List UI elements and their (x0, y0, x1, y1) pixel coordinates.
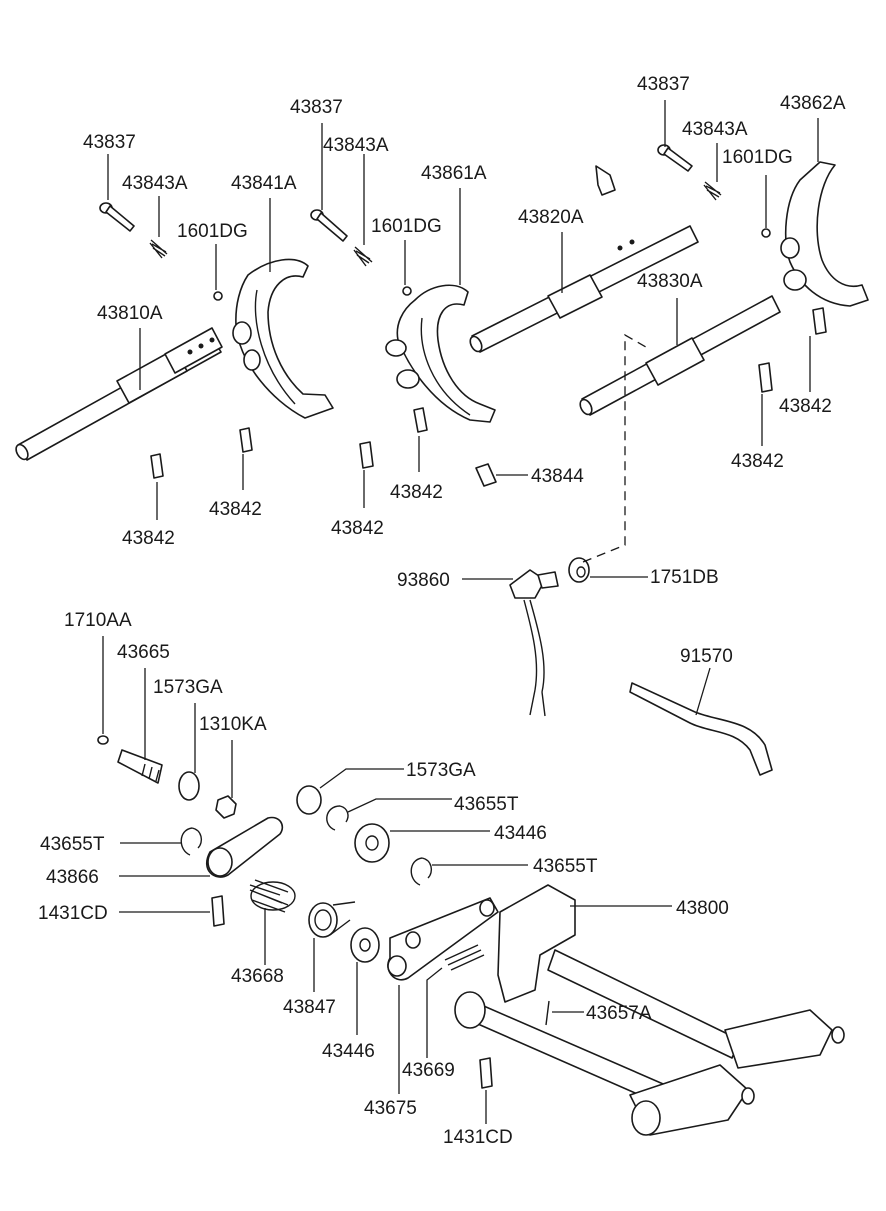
label-43866: 43866 (46, 867, 99, 888)
clip-43655t-c[interactable] (410, 857, 433, 886)
label-43655t-c: 43655T (533, 856, 598, 877)
label-43861a: 43861A (421, 163, 487, 184)
nut-1310ka[interactable] (215, 795, 237, 819)
label-43844: 43844 (531, 466, 584, 487)
pin-43842-b[interactable] (239, 427, 253, 453)
washer-43446-b[interactable] (350, 927, 380, 963)
label-1431cd-a: 1431CD (38, 903, 108, 924)
shift-shaft-assembly-43800[interactable] (454, 884, 845, 1136)
label-43657a: 43657A (586, 1003, 652, 1024)
label-43843a-middle: 43843A (323, 135, 389, 156)
label-43843a-right: 43843A (682, 119, 748, 140)
ring-1710aa[interactable] (97, 735, 109, 745)
label-1601dg-left: 1601DG (177, 221, 248, 242)
label-43842-b: 43842 (209, 499, 262, 520)
label-43837-right: 43837 (637, 74, 690, 95)
plate-43675[interactable] (387, 897, 499, 981)
label-1710aa: 1710AA (64, 610, 132, 631)
shift-rail-43830a[interactable] (578, 295, 781, 416)
label-43862a: 43862A (780, 93, 846, 114)
label-1601dg-right: 1601DG (722, 147, 793, 168)
pin-1431cd-b[interactable] (479, 1057, 493, 1089)
spring-43668[interactable] (249, 879, 296, 913)
shift-rail-43810a[interactable] (14, 327, 223, 461)
label-93860: 93860 (397, 570, 450, 591)
label-1601dg-middle: 1601DG (371, 216, 442, 237)
leader-lines (102, 100, 819, 1124)
washer-1573ga-b[interactable] (296, 785, 322, 815)
pivot-pin-43665[interactable] (117, 749, 163, 784)
label-43841a: 43841A (231, 173, 297, 194)
spring-43669[interactable] (444, 944, 485, 971)
switch-93860[interactable] (509, 569, 559, 717)
washer-1573ga-a[interactable] (178, 771, 200, 801)
pin-43844[interactable] (475, 463, 497, 487)
lever-43866[interactable] (205, 816, 284, 878)
label-43668: 43668 (231, 966, 284, 987)
pin-43842-a[interactable] (150, 453, 164, 479)
label-43843a-left: 43843A (122, 173, 188, 194)
shift-fork-43841a[interactable] (232, 258, 334, 419)
spring-43843a-middle[interactable] (353, 246, 373, 267)
label-1431cd-b: 1431CD (443, 1127, 513, 1148)
spring-43843a-left[interactable] (149, 239, 168, 259)
ball-1601dg-left[interactable] (213, 291, 223, 301)
ball-1601dg-middle[interactable] (402, 286, 412, 296)
label-43665: 43665 (117, 642, 170, 663)
label-43842-f: 43842 (731, 451, 784, 472)
label-43675: 43675 (364, 1098, 417, 1119)
clip-43655t-b[interactable] (180, 827, 203, 856)
bolt-43837-middle[interactable] (310, 209, 348, 242)
label-43655t-a: 43655T (454, 794, 519, 815)
label-1310ka: 1310KA (199, 714, 267, 735)
cable-91570[interactable] (629, 682, 773, 776)
label-43847: 43847 (283, 997, 336, 1018)
bolt-43837-right[interactable] (657, 144, 693, 172)
label-43837-left: 43837 (83, 132, 136, 153)
label-1751db: 1751DB (650, 567, 719, 588)
bolt-43837-left[interactable] (99, 202, 135, 232)
shift-fork-43861a[interactable] (385, 284, 496, 423)
part-labels: 43837 43843A 43841A 1601DG 43810A 43842 … (38, 74, 846, 1148)
shift-fork-43862a[interactable] (780, 161, 869, 307)
label-43842-d: 43842 (390, 482, 443, 503)
pin-43842-d[interactable] (413, 407, 428, 433)
washer-1751db[interactable] (568, 557, 590, 583)
label-43655t-b: 43655T (40, 834, 105, 855)
label-43446-a: 43446 (494, 823, 547, 844)
label-43810a: 43810A (97, 303, 163, 324)
label-43820a: 43820A (518, 207, 584, 228)
pin-43842-f[interactable] (758, 362, 773, 393)
label-43800: 43800 (676, 898, 729, 919)
torsion-spring-43847[interactable] (308, 901, 356, 938)
ball-1601dg-right[interactable] (761, 228, 771, 238)
label-43837-middle: 43837 (290, 97, 343, 118)
pin-43842-c[interactable] (359, 441, 374, 469)
shift-rail-43820a[interactable] (468, 225, 699, 353)
label-43842-a: 43842 (122, 528, 175, 549)
label-1573ga-a: 1573GA (153, 677, 223, 698)
pin-1431cd-a[interactable] (211, 895, 225, 927)
bracket-small[interactable] (595, 165, 616, 196)
washer-43446-a[interactable] (354, 823, 390, 863)
label-43669: 43669 (402, 1060, 455, 1081)
label-91570: 91570 (680, 646, 733, 667)
label-43830a: 43830A (637, 271, 703, 292)
label-43842-c: 43842 (331, 518, 384, 539)
pin-43842-e[interactable] (812, 307, 827, 335)
pin-43657a[interactable] (545, 1000, 550, 1026)
spring-43843a-right[interactable] (703, 181, 722, 201)
label-1573ga-b: 1573GA (406, 760, 476, 781)
clip-43655t-a[interactable] (326, 805, 349, 831)
label-43446-b: 43446 (322, 1041, 375, 1062)
label-43842-e: 43842 (779, 396, 832, 417)
